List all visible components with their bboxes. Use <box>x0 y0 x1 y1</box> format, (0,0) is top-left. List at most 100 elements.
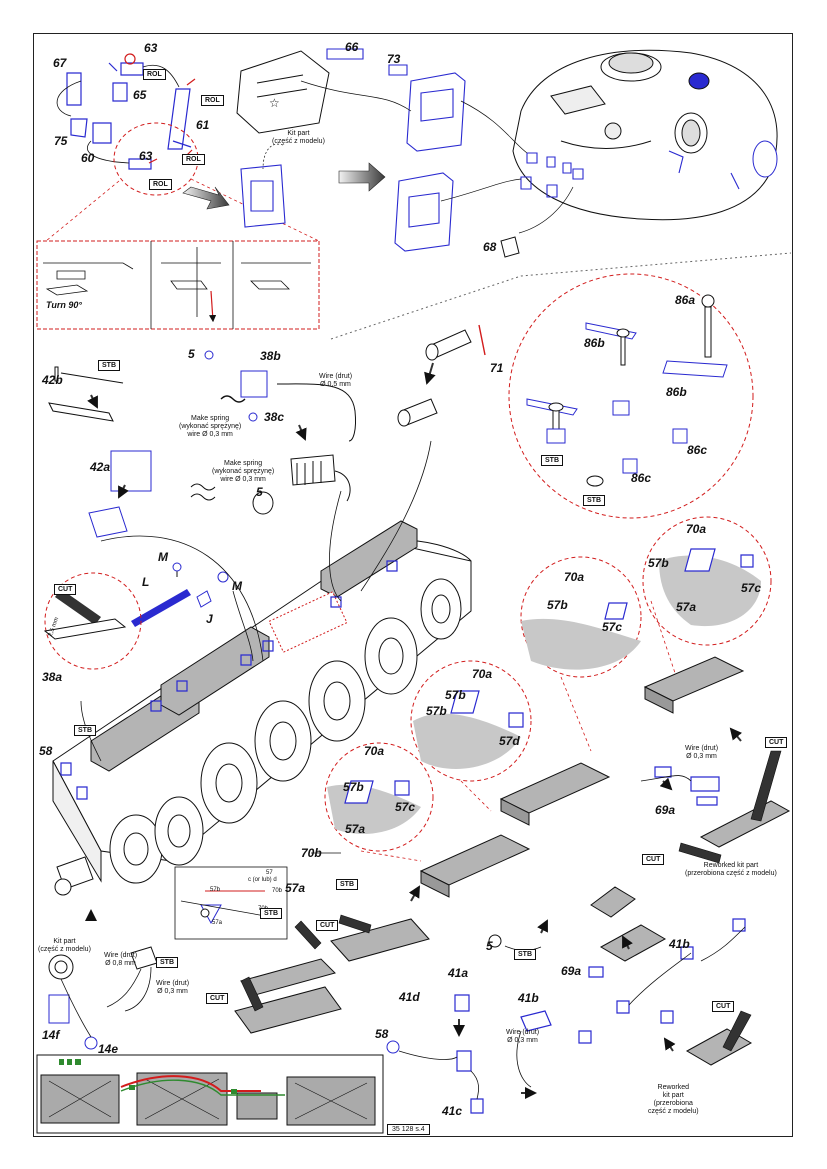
cut-badge-5: CUT <box>206 993 229 1004</box>
note-spring-1: Make spring (wykonać sprężynę) wire Ø 0,… <box>179 415 242 439</box>
svg-text:☆: ☆ <box>269 96 280 110</box>
label-5a: 5 <box>188 347 195 361</box>
section-divider <box>330 252 792 340</box>
cutting-knife <box>240 750 782 1052</box>
page-code: 35 128 s.4 <box>387 1124 430 1135</box>
cut-badge-6: CUT <box>712 1001 735 1012</box>
label-38b: 38b <box>260 349 281 363</box>
label-41c: 41c <box>442 1104 463 1118</box>
bin-kit-part <box>236 50 330 134</box>
note-wire-03-a: Wire (drut) Ø 0,3 mm <box>685 745 719 761</box>
label-70a-1: 70a <box>686 522 707 536</box>
label-71: 71 <box>490 361 504 375</box>
label-57b-5: 57b <box>343 780 364 794</box>
label-41d: 41d <box>399 990 420 1004</box>
label-86b-1: 86b <box>584 336 605 350</box>
note-turn-90: Turn 90° <box>46 300 82 310</box>
note-kit-part-bottom: Kit part (część z modelu) <box>38 938 91 954</box>
label-14e: 14e <box>98 1042 119 1056</box>
label-86b-2: 86b <box>666 385 687 399</box>
label-42a: 42a <box>90 460 111 474</box>
note-wire-08: Wire (drut) Ø 0,8 mm <box>104 952 138 968</box>
turn-panel <box>36 240 320 330</box>
label-14f: 14f <box>42 1028 60 1042</box>
process-arrow <box>182 186 230 210</box>
label-75: 75 <box>54 134 68 148</box>
label-57c-1: 57c <box>741 581 762 595</box>
label-69a-2: 69a <box>561 964 582 978</box>
process-arrow <box>338 162 386 192</box>
note-wire-03-c: Wire (drut) Ø 0,3 mm <box>156 980 190 996</box>
stb-badge-6: STB <box>260 908 282 919</box>
spring-parts <box>48 366 356 538</box>
label-63a: 63 <box>144 41 158 55</box>
engine-grille <box>268 591 348 653</box>
label-57a-2: 57a <box>345 822 366 836</box>
inset-57b: 57b <box>210 887 221 893</box>
label-70a-2: 70a <box>564 570 585 584</box>
label-86c-2: 86c <box>631 471 652 485</box>
label-70a-3: 70a <box>472 667 493 681</box>
label-42b: 42b <box>42 373 63 387</box>
note-spring-2: Make spring (wykonać sprężynę) wire Ø 0,… <box>212 460 275 484</box>
label-57c-2: 57c <box>602 620 623 634</box>
label-M-2: M <box>232 579 242 593</box>
label-M-1: M <box>158 550 168 564</box>
rol-badge-4: ROL <box>149 179 172 190</box>
label-41a: 41a <box>448 966 469 980</box>
label-70a-4: 70a <box>364 744 385 758</box>
label-38c: 38c <box>264 410 285 424</box>
label-68: 68 <box>483 240 497 254</box>
detail-callout-circle <box>642 516 772 646</box>
note-kit-part-top: Kit part (część z modelu) <box>272 130 325 146</box>
detail-callout-circle <box>44 572 142 670</box>
label-86c-1: 86c <box>687 443 708 457</box>
label-57b-1: 57b <box>648 556 669 570</box>
label-57a-3: 57a <box>285 881 306 895</box>
stb-badge-4: STB <box>74 725 96 736</box>
lamp-71 <box>397 329 472 427</box>
inset-c-or-d: c (or lub) d <box>248 877 277 883</box>
label-61: 61 <box>196 118 210 132</box>
instruction-sheet: ☆ <box>33 33 793 1137</box>
label-L: L <box>142 575 150 589</box>
road-wheel <box>109 578 462 884</box>
note-wire-03-b: Wire (drut) Ø 0,3 mm <box>506 1029 540 1045</box>
label-38a: 38a <box>42 670 63 684</box>
detail-callout-circle <box>324 742 434 852</box>
cut-badge-2: CUT <box>765 737 788 748</box>
label-41b-2: 41b <box>518 991 539 1005</box>
label-65: 65 <box>133 88 147 102</box>
stb-badge-2: STB <box>541 455 563 466</box>
label-J: J <box>206 612 213 626</box>
storage-bin <box>234 656 791 1066</box>
rol-badge-1: ROL <box>143 69 166 80</box>
bin-lid-parts <box>66 62 192 170</box>
tank-hull <box>52 539 472 883</box>
note-reworked-1: Reworked kit part (przerobiona część z m… <box>685 862 777 878</box>
part-L <box>131 589 191 627</box>
label-57c-3: 57c <box>395 800 416 814</box>
rol-badge-3: ROL <box>182 154 205 165</box>
inset-57: 57 <box>266 870 273 876</box>
bin-etched-upper <box>240 48 466 252</box>
label-41b-1: 41b <box>669 937 690 951</box>
turret <box>512 49 778 221</box>
label-57a-1: 57a <box>676 600 697 614</box>
detail-callout-circle <box>508 273 754 519</box>
label-5c: 5 <box>486 939 493 953</box>
stb-badge-1: STB <box>98 360 120 371</box>
cutting-knife <box>55 589 101 625</box>
stb-badge-7: STB <box>514 949 536 960</box>
label-67: 67 <box>53 56 67 70</box>
inset-70b-1: 70b <box>272 888 283 894</box>
note-reworked-2: Reworked kit part (przerobiona część z m… <box>648 1084 699 1116</box>
label-57d: 57d <box>499 734 520 748</box>
cut-badge-4: CUT <box>316 920 339 931</box>
wires-top-left <box>56 64 180 164</box>
rol-badge-2: ROL <box>201 95 224 106</box>
label-86a: 86a <box>675 293 696 307</box>
label-63b: 63 <box>139 149 153 163</box>
label-66: 66 <box>345 40 359 54</box>
label-5b: 5 <box>256 485 263 499</box>
